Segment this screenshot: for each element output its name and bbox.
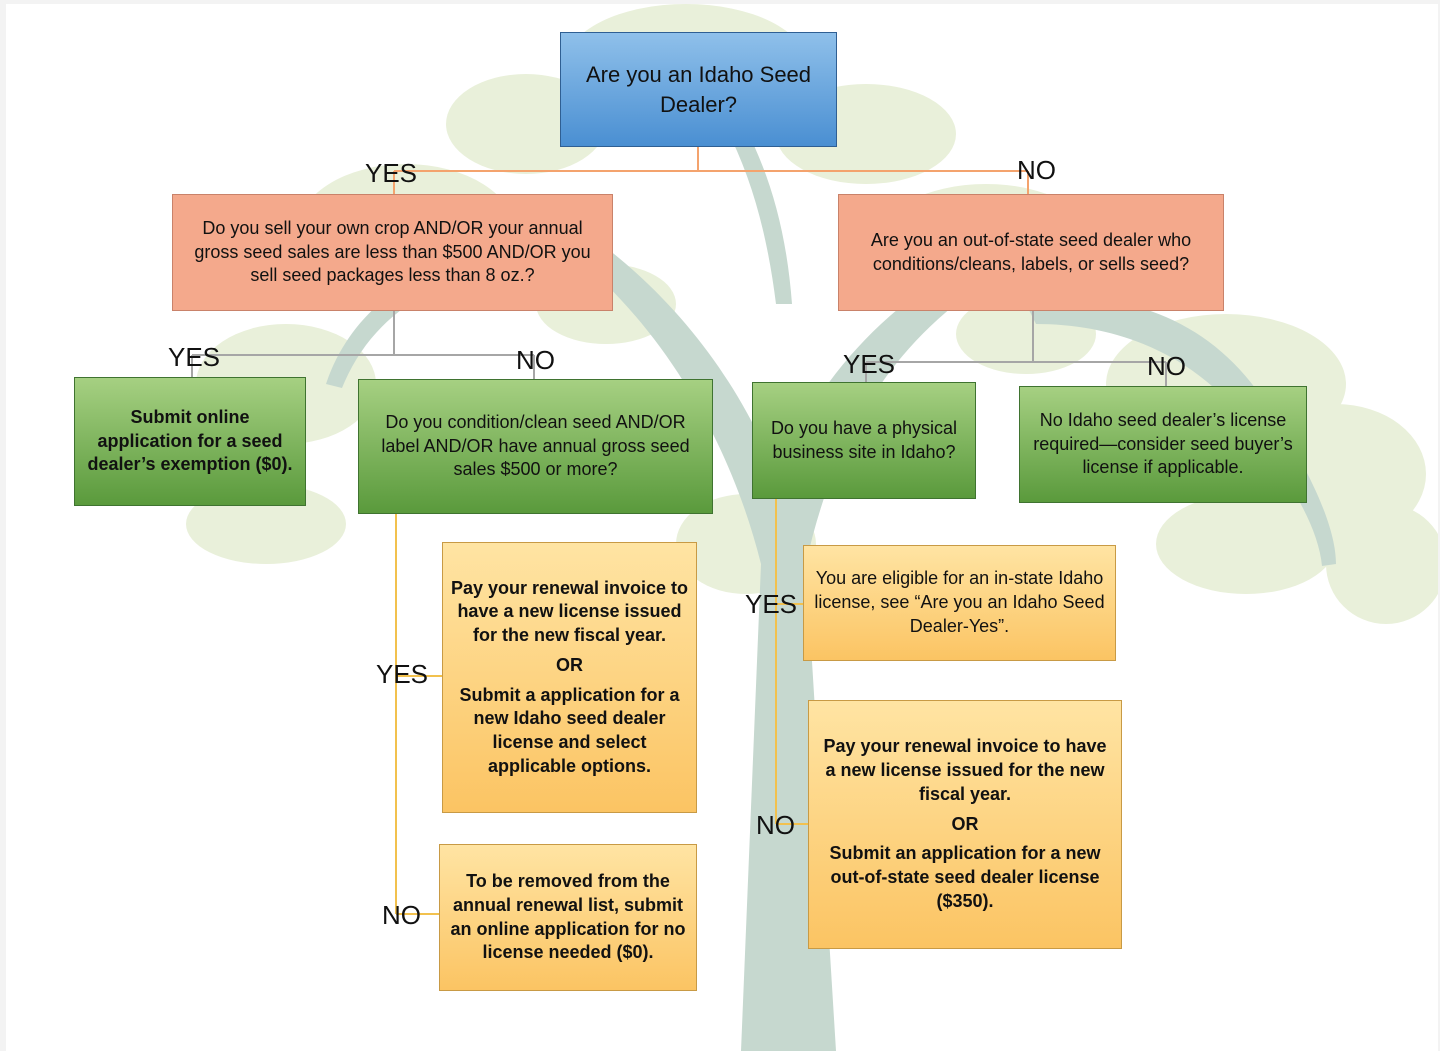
- out-of-state-question-text: Are you an out-of-state seed dealer who …: [870, 229, 1192, 274]
- no-license-box: No Idaho seed dealer’s license required—…: [1019, 386, 1307, 503]
- renewal-text-part2: Submit a application for a new Idaho see…: [459, 684, 680, 776]
- outstate-or: OR: [951, 813, 979, 834]
- outstate-text-part1: Pay your renewal invoice to have a new l…: [823, 736, 1107, 804]
- renewal-text-part1: Pay your renewal invoice to have a new l…: [450, 577, 689, 646]
- own-crop-question-text: Do you sell your own crop AND/OR your an…: [194, 217, 591, 286]
- no-branch-label: NO: [1017, 155, 1056, 185]
- out-of-state-question-box: Are you an out-of-state seed dealer who …: [838, 194, 1224, 311]
- condition-no-label: NO: [516, 345, 555, 375]
- exemption-yes-label: YES: [168, 342, 221, 372]
- removal-no-label: NO: [382, 900, 421, 930]
- start-question-text: Are you an Idaho Seed Dealer?: [585, 62, 812, 117]
- outstate-text-part2: Submit an application for a new out-of-s…: [829, 843, 1101, 911]
- instate-eligible-box: You are eligible for an in-state Idaho l…: [803, 545, 1116, 661]
- renewal-or: OR: [556, 654, 583, 675]
- exemption-text: Submit online application for a seed dea…: [87, 406, 293, 475]
- condition-question-text: Do you condition/clean seed AND/OR label…: [381, 411, 690, 480]
- site-yes-label: YES: [843, 349, 896, 379]
- yes-branch-label: YES: [365, 158, 418, 188]
- condition-question-box: Do you condition/clean seed AND/OR label…: [358, 379, 713, 514]
- renewal-yes-label: YES: [376, 659, 429, 689]
- outstate-no-label: NO: [756, 810, 795, 840]
- physical-site-question-text: Do you have a physical business site in …: [770, 417, 958, 462]
- connector-lines: [191, 147, 1167, 915]
- no-license-text: No Idaho seed dealer’s license required—…: [1033, 409, 1293, 478]
- outstate-renewal-box: Pay your renewal invoice to have a new l…: [808, 700, 1122, 949]
- removal-text: To be removed from the annual renewal li…: [450, 871, 686, 963]
- flowchart-page: Are you an Idaho Seed Dealer? YES NO Do …: [6, 4, 1438, 1051]
- own-crop-question-box: Do you sell your own crop AND/OR your an…: [172, 194, 613, 311]
- exemption-box: Submit online application for a seed dea…: [74, 377, 306, 506]
- start-question-box: Are you an Idaho Seed Dealer?: [560, 32, 837, 147]
- no-license-no-label: NO: [1147, 351, 1186, 381]
- physical-site-question-box: Do you have a physical business site in …: [752, 382, 976, 499]
- renewal-box: Pay your renewal invoice to have a new l…: [442, 542, 697, 813]
- removal-box: To be removed from the annual renewal li…: [439, 844, 697, 991]
- instate-eligible-text: You are eligible for an in-state Idaho l…: [814, 568, 1105, 636]
- instate-yes-label: YES: [745, 589, 798, 619]
